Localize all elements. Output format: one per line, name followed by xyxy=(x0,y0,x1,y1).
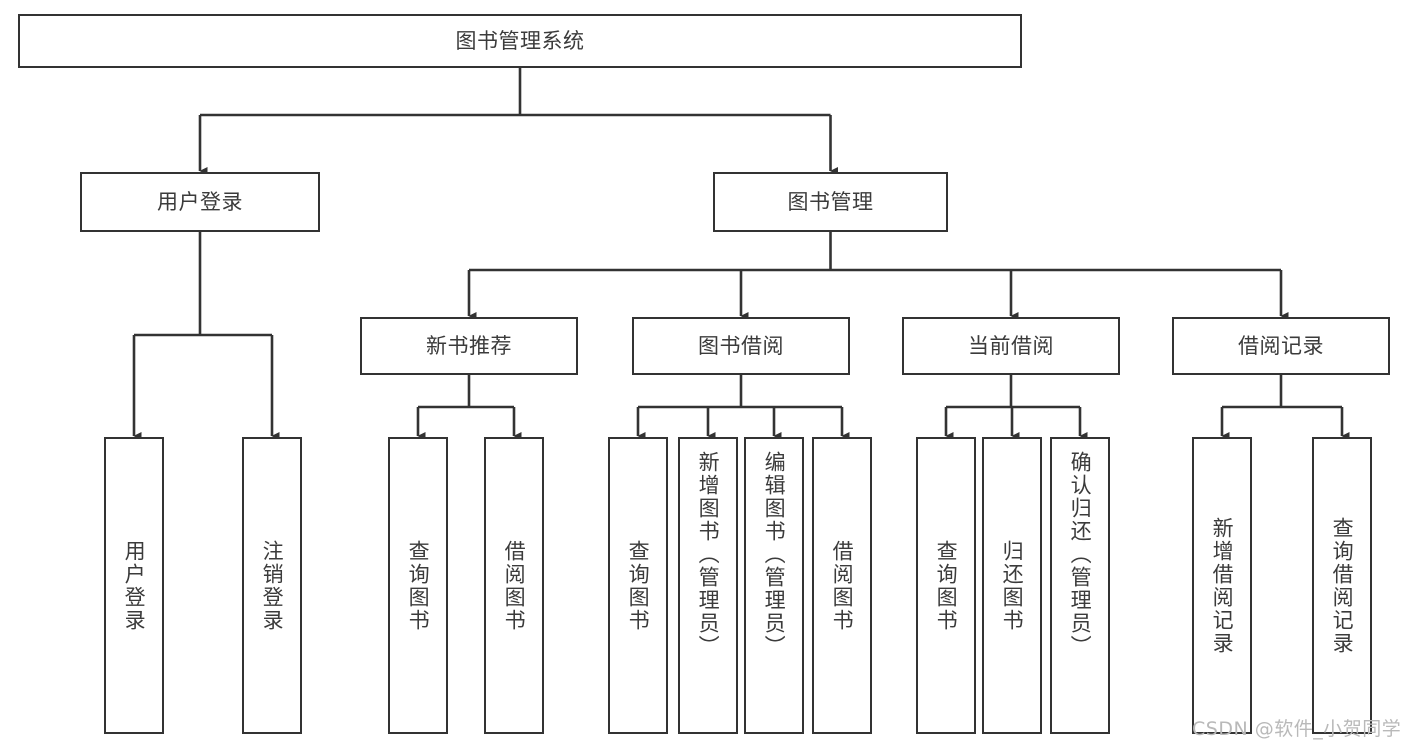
node-leaf-add-record: 新增借阅记录 xyxy=(1192,437,1252,734)
node-leaf-query-record: 查询借阅记录 xyxy=(1312,437,1372,734)
node-label: 借阅图书 xyxy=(502,539,527,632)
node-label: 借阅记录 xyxy=(1238,333,1324,358)
node-leaf-query-book-2: 查询图书 xyxy=(608,437,668,734)
node-current-borrow: 当前借阅 xyxy=(902,317,1120,375)
node-label: 图书管理系统 xyxy=(455,28,585,53)
node-root: 图书管理系统 xyxy=(18,14,1022,68)
node-leaf-borrow-book-2: 借阅图书 xyxy=(812,437,872,734)
node-label: 用户登录 xyxy=(157,189,243,214)
node-label: 查询借阅记录 xyxy=(1330,516,1355,655)
node-leaf-user-login: 用户登录 xyxy=(104,437,164,734)
node-label: 新书推荐 xyxy=(426,333,512,358)
node-book-manage: 图书管理 xyxy=(713,172,948,232)
node-label: 用户登录 xyxy=(122,539,147,632)
node-leaf-confirm-return: 确认归还（管理员） xyxy=(1050,437,1110,734)
node-leaf-edit-book: 编辑图书（管理员） xyxy=(744,437,804,734)
edge-paths xyxy=(132,68,1350,440)
node-leaf-add-book: 新增图书（管理员） xyxy=(678,437,738,734)
node-label: 图书借阅 xyxy=(698,333,784,358)
node-book-borrow: 图书借阅 xyxy=(632,317,850,375)
node-leaf-logout: 注销登录 xyxy=(242,437,302,734)
node-new-book-rec: 新书推荐 xyxy=(360,317,578,375)
node-label: 图书管理 xyxy=(787,189,874,214)
node-borrow-record: 借阅记录 xyxy=(1172,317,1390,375)
node-leaf-borrow-book-1: 借阅图书 xyxy=(484,437,544,734)
node-label: 查询图书 xyxy=(626,539,651,632)
watermark: CSDN @软件_小贺同学 xyxy=(1192,718,1402,740)
node-label: 新增图书（管理员） xyxy=(696,451,721,658)
node-label: 当前借阅 xyxy=(968,333,1054,358)
node-label: 查询图书 xyxy=(406,539,431,632)
node-label: 编辑图书（管理员） xyxy=(762,451,787,658)
node-label: 借阅图书 xyxy=(830,539,855,632)
node-user-login: 用户登录 xyxy=(80,172,320,232)
node-leaf-return-book: 归还图书 xyxy=(982,437,1042,734)
node-label: 确认归还（管理员） xyxy=(1068,451,1093,658)
node-label: 新增借阅记录 xyxy=(1210,516,1235,655)
node-leaf-query-book-3: 查询图书 xyxy=(916,437,976,734)
node-label: 注销登录 xyxy=(260,539,285,632)
node-label: 归还图书 xyxy=(1000,539,1025,632)
node-label: 查询图书 xyxy=(934,539,959,632)
node-leaf-query-book-1: 查询图书 xyxy=(388,437,448,734)
